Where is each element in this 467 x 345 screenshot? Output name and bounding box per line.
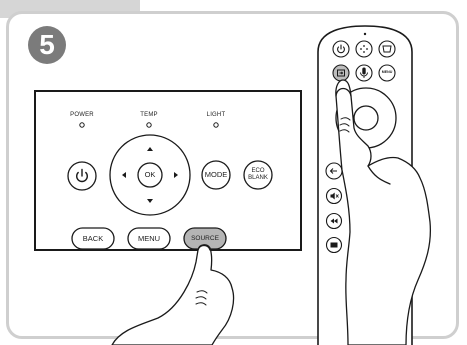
temp-led xyxy=(146,122,152,128)
ok-button[interactable] xyxy=(137,162,163,188)
mode-button[interactable] xyxy=(201,160,231,190)
source-button-label: SOURCE xyxy=(191,235,219,242)
power-icon xyxy=(337,44,345,54)
light-indicator-label: LIGHT xyxy=(206,112,226,118)
arrow-down-icon xyxy=(147,199,153,203)
remote-menu-button[interactable] xyxy=(378,64,396,82)
eco-blank-label-line1: ECO xyxy=(251,168,265,174)
remote-led xyxy=(363,32,367,36)
hand-pointing-icon xyxy=(335,79,432,345)
input-source-icon xyxy=(337,69,345,77)
arrow-left-icon xyxy=(122,172,126,178)
power-led xyxy=(79,122,85,128)
back-button[interactable] xyxy=(71,227,115,250)
hand-pointing-icon xyxy=(111,244,235,345)
remote-menu-label: MENU xyxy=(381,70,393,74)
power-indicator-label: POWER xyxy=(70,112,94,118)
back-button-label: BACK xyxy=(82,234,104,243)
rewind-icon xyxy=(330,218,338,224)
mode-button-label: MODE xyxy=(204,170,228,179)
mute-icon xyxy=(330,192,339,200)
menu-button-label: MENU xyxy=(137,234,161,243)
dots-icon xyxy=(360,45,368,53)
ok-button-label: OK xyxy=(144,170,156,179)
remote-keystone-button[interactable] xyxy=(378,40,396,58)
power-icon xyxy=(76,168,88,183)
keystone-icon xyxy=(382,45,392,53)
menu-button[interactable] xyxy=(127,227,171,250)
arrow-up-icon xyxy=(147,147,153,151)
step-number-badge: 5 xyxy=(28,26,66,64)
eco-blank-label-line2: BLANK xyxy=(248,175,268,181)
eco-blank-button[interactable] xyxy=(243,160,273,190)
arrow-right-icon xyxy=(174,172,178,178)
remote-ok-button[interactable] xyxy=(353,105,379,131)
temp-indicator-label: TEMP xyxy=(140,112,158,118)
remote-settings-button[interactable] xyxy=(355,40,373,58)
back-arrow-icon xyxy=(329,168,337,174)
screen-icon xyxy=(330,242,338,248)
microphone-icon xyxy=(360,67,368,78)
light-led xyxy=(213,122,219,128)
